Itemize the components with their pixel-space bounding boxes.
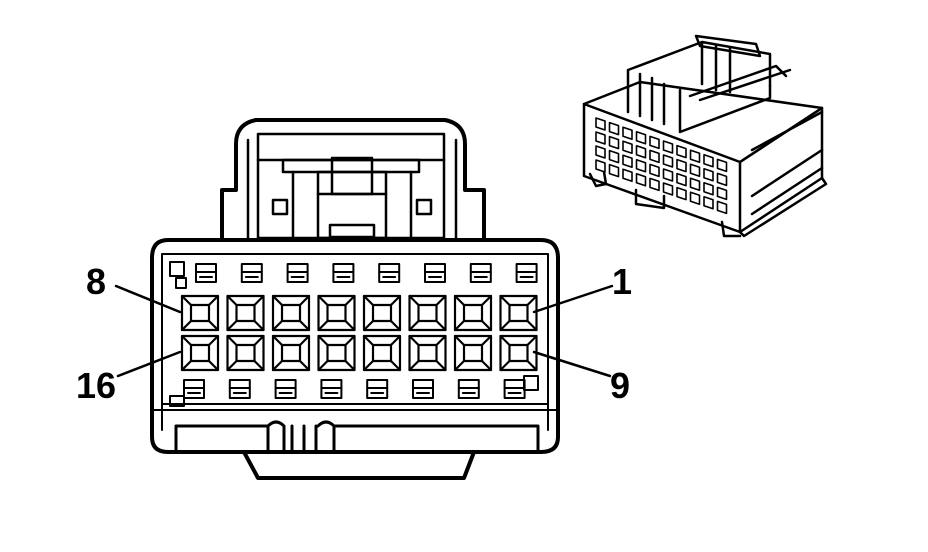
terminal-window xyxy=(457,379,480,399)
terminal-window xyxy=(424,263,446,283)
iso-cavity xyxy=(635,159,647,173)
iso-cavity xyxy=(662,140,674,154)
iso-cavity xyxy=(689,177,701,191)
pin-label-1: 1 xyxy=(612,261,632,302)
cavity xyxy=(317,294,356,332)
connector-isometric-icon xyxy=(582,34,828,238)
iso-cavity xyxy=(595,117,606,131)
leader-lines xyxy=(114,284,614,378)
bottom-terminal-row xyxy=(183,379,526,399)
terminal-window xyxy=(332,263,355,283)
cavity xyxy=(499,294,538,332)
connector-face-view: 8 1 16 9 xyxy=(76,118,632,480)
iso-cavity xyxy=(676,144,687,159)
iso-cavity xyxy=(649,135,660,150)
iso-cavity xyxy=(649,163,660,178)
bottom-lock xyxy=(174,420,540,454)
leader-line-16 xyxy=(116,350,182,378)
iso-cavity xyxy=(622,154,633,168)
cavity xyxy=(499,334,538,372)
terminal-window xyxy=(274,379,297,399)
iso-cavity xyxy=(716,172,728,187)
terminal-window xyxy=(503,379,526,399)
iso-cavity xyxy=(635,145,647,159)
cavity xyxy=(453,334,493,372)
bottom-skirt-outline xyxy=(242,450,476,480)
cavity xyxy=(408,334,447,372)
terminal-window xyxy=(469,263,492,283)
pin-label-8: 8 xyxy=(86,261,106,302)
iso-cavity xyxy=(716,200,728,215)
iso-cavity xyxy=(662,154,674,168)
isometric-cavity-grid xyxy=(595,117,728,215)
iso-cavity xyxy=(649,177,660,192)
iso-cavity xyxy=(622,140,633,154)
iso-cavity xyxy=(649,149,660,164)
iso-cavity xyxy=(703,196,714,210)
cavity xyxy=(271,334,311,372)
cavity xyxy=(453,294,493,332)
iso-cavity xyxy=(595,131,606,145)
terminal-window xyxy=(228,379,251,399)
cavity xyxy=(226,294,265,332)
cavity xyxy=(362,334,402,372)
leader-line-9 xyxy=(532,350,612,378)
iso-cavity xyxy=(595,159,606,173)
cavity xyxy=(180,334,220,372)
iso-cavity xyxy=(703,168,714,182)
body-inner-frame xyxy=(151,253,559,431)
iso-cavity xyxy=(703,182,714,196)
iso-cavity xyxy=(662,182,674,196)
cavity xyxy=(362,294,402,332)
iso-cavity xyxy=(689,149,701,163)
terminal-window xyxy=(378,263,401,283)
iso-cavity xyxy=(662,168,674,182)
iso-cavity xyxy=(635,131,647,145)
cavity xyxy=(317,334,356,372)
iso-cavity xyxy=(622,126,633,140)
pin-label-9: 9 xyxy=(610,365,630,406)
iso-cavity xyxy=(608,121,620,136)
top-terminal-row xyxy=(195,263,538,283)
terminal-window xyxy=(183,379,205,399)
iso-cavity xyxy=(608,135,620,150)
terminal-window xyxy=(366,379,389,399)
cavity xyxy=(271,294,311,332)
terminal-window xyxy=(320,379,343,399)
terminal-window xyxy=(195,263,217,283)
iso-cavity xyxy=(716,186,728,201)
latch-housing-outline xyxy=(220,118,486,242)
cavity xyxy=(180,294,220,332)
iso-cavity xyxy=(608,163,620,178)
iso-cavity xyxy=(608,149,620,164)
cavity-grid xyxy=(180,294,538,372)
iso-cavity xyxy=(689,191,701,205)
iso-cavity xyxy=(622,168,633,182)
terminal-window xyxy=(286,263,309,283)
iso-cavity xyxy=(676,172,687,187)
iso-cavity xyxy=(689,163,701,177)
iso-cavity xyxy=(676,186,687,201)
iso-cavity xyxy=(716,158,728,173)
latch-details xyxy=(246,132,458,240)
cavity xyxy=(408,294,447,332)
leader-line-1 xyxy=(532,284,614,314)
leader-line-8 xyxy=(114,284,182,314)
iso-cavity xyxy=(703,154,714,168)
terminal-window xyxy=(412,379,434,399)
terminal-window xyxy=(240,263,263,283)
cavity xyxy=(226,334,265,372)
iso-cavity xyxy=(595,145,606,159)
connector-body-outline xyxy=(150,238,560,454)
terminal-window xyxy=(515,263,538,283)
iso-cavity xyxy=(676,158,687,173)
iso-cavity xyxy=(635,173,647,187)
pin-label-16: 16 xyxy=(76,365,116,406)
